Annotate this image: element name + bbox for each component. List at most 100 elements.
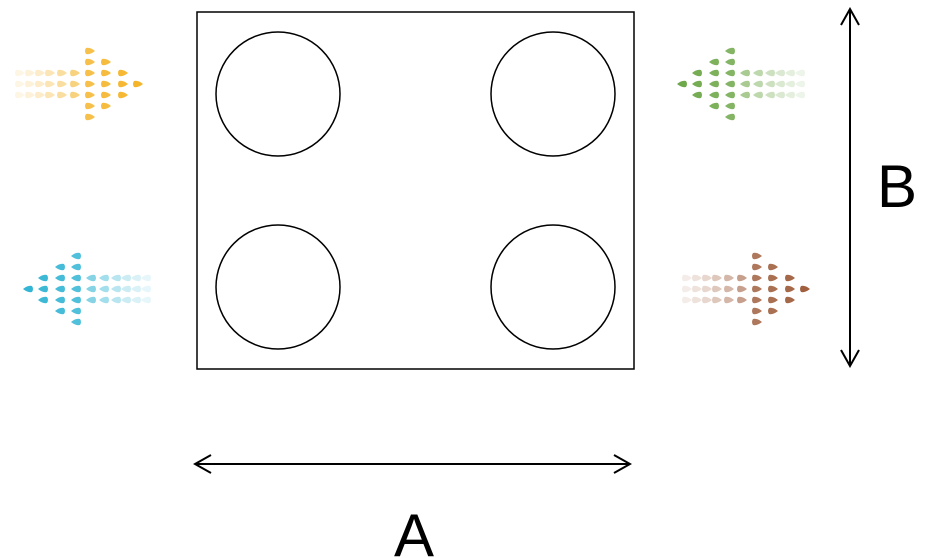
flow-droplet bbox=[709, 69, 719, 77]
flow-droplet bbox=[118, 80, 128, 88]
flow-droplet bbox=[45, 91, 55, 99]
flow-droplet bbox=[768, 263, 778, 271]
flow-droplet bbox=[121, 285, 131, 293]
flow-droplet bbox=[753, 69, 763, 77]
flow-droplet bbox=[71, 285, 81, 293]
flow-droplet bbox=[131, 296, 141, 304]
flow-droplet bbox=[775, 69, 785, 77]
flow-droplet bbox=[111, 274, 121, 282]
flow-droplet bbox=[752, 285, 762, 293]
flow-droplet bbox=[101, 91, 111, 99]
flow-droplet bbox=[35, 69, 45, 77]
flow-droplet bbox=[15, 80, 25, 88]
hole-bottom-left bbox=[215, 224, 341, 350]
flow-droplet bbox=[101, 80, 111, 88]
flow-droplet bbox=[101, 69, 111, 77]
flow-droplet bbox=[753, 91, 763, 99]
flow-droplet bbox=[765, 69, 775, 77]
flow-droplet bbox=[785, 69, 795, 77]
flow-droplet bbox=[740, 91, 750, 99]
flow-droplet bbox=[23, 285, 33, 293]
flow-droplet bbox=[118, 91, 128, 99]
flow-droplet bbox=[141, 285, 151, 293]
flow-droplet bbox=[38, 274, 48, 282]
flow-droplet bbox=[737, 274, 747, 282]
flow-droplet bbox=[692, 274, 702, 282]
flow-droplet bbox=[86, 285, 96, 293]
flow-droplet bbox=[682, 285, 692, 293]
flow-droplet bbox=[724, 296, 734, 304]
flow-droplet bbox=[775, 91, 785, 99]
flow-droplet bbox=[709, 91, 719, 99]
flow-droplet bbox=[725, 113, 735, 121]
flow-droplet bbox=[768, 296, 778, 304]
flow-droplet bbox=[724, 285, 734, 293]
flow-droplet bbox=[99, 285, 109, 293]
flow-droplet bbox=[768, 285, 778, 293]
flow-droplet bbox=[752, 274, 762, 282]
flow-droplet bbox=[765, 91, 775, 99]
flow-droplet bbox=[35, 91, 45, 99]
flow-droplet bbox=[752, 296, 762, 304]
flow-droplet bbox=[85, 58, 95, 66]
flow-droplet bbox=[752, 263, 762, 271]
flow-droplet bbox=[795, 69, 805, 77]
flow-droplet bbox=[99, 296, 109, 304]
flow-droplet bbox=[692, 91, 702, 99]
flow-droplet bbox=[752, 252, 762, 260]
hole-top-left bbox=[215, 31, 341, 157]
hole-top-right bbox=[490, 31, 616, 157]
flow-droplet bbox=[692, 285, 702, 293]
flow-droplet bbox=[768, 274, 778, 282]
flow-droplet bbox=[141, 296, 151, 304]
flow-droplet bbox=[38, 296, 48, 304]
flow-droplet bbox=[86, 274, 96, 282]
flow-droplet bbox=[101, 102, 111, 110]
flow-droplet bbox=[55, 285, 65, 293]
dimension-a-label: A bbox=[394, 502, 434, 558]
flow-droplet bbox=[765, 80, 775, 88]
flow-droplet bbox=[785, 91, 795, 99]
flow-droplet bbox=[702, 296, 712, 304]
flow-droplet bbox=[752, 318, 762, 326]
flow-droplet bbox=[15, 91, 25, 99]
flow-droplet bbox=[25, 91, 35, 99]
flow-droplet bbox=[25, 69, 35, 77]
flow-droplet bbox=[85, 47, 95, 55]
flow-droplet bbox=[709, 80, 719, 88]
flow-droplet bbox=[785, 80, 795, 88]
flow-droplet bbox=[85, 113, 95, 121]
flow-droplet bbox=[70, 91, 80, 99]
flow-droplet bbox=[71, 318, 81, 326]
flow-droplet bbox=[85, 102, 95, 110]
flow-droplet bbox=[25, 80, 35, 88]
flow-droplet bbox=[85, 91, 95, 99]
flow-droplet bbox=[71, 252, 81, 260]
flow-droplet bbox=[702, 285, 712, 293]
flow-droplet bbox=[85, 69, 95, 77]
flow-droplet bbox=[702, 274, 712, 282]
flow-droplet bbox=[725, 91, 735, 99]
flow-droplet bbox=[55, 307, 65, 315]
flow-droplet bbox=[725, 47, 735, 55]
flow-droplet bbox=[795, 80, 805, 88]
flow-droplet bbox=[121, 296, 131, 304]
flow-droplet bbox=[785, 285, 795, 293]
flow-droplet bbox=[682, 274, 692, 282]
flow-droplet bbox=[101, 58, 111, 66]
flow-droplet bbox=[725, 69, 735, 77]
flow-droplet bbox=[712, 285, 722, 293]
flow-droplet bbox=[785, 296, 795, 304]
brown-arrow bbox=[682, 252, 810, 326]
flow-droplet bbox=[70, 80, 80, 88]
blue-arrow bbox=[23, 252, 151, 326]
flow-droplet bbox=[71, 274, 81, 282]
flow-droplet bbox=[768, 307, 778, 315]
flow-droplet bbox=[712, 274, 722, 282]
flow-droplet bbox=[71, 296, 81, 304]
flow-droplet bbox=[99, 274, 109, 282]
flow-droplet bbox=[111, 296, 121, 304]
flow-droplet bbox=[740, 69, 750, 77]
flow-droplet bbox=[775, 80, 785, 88]
